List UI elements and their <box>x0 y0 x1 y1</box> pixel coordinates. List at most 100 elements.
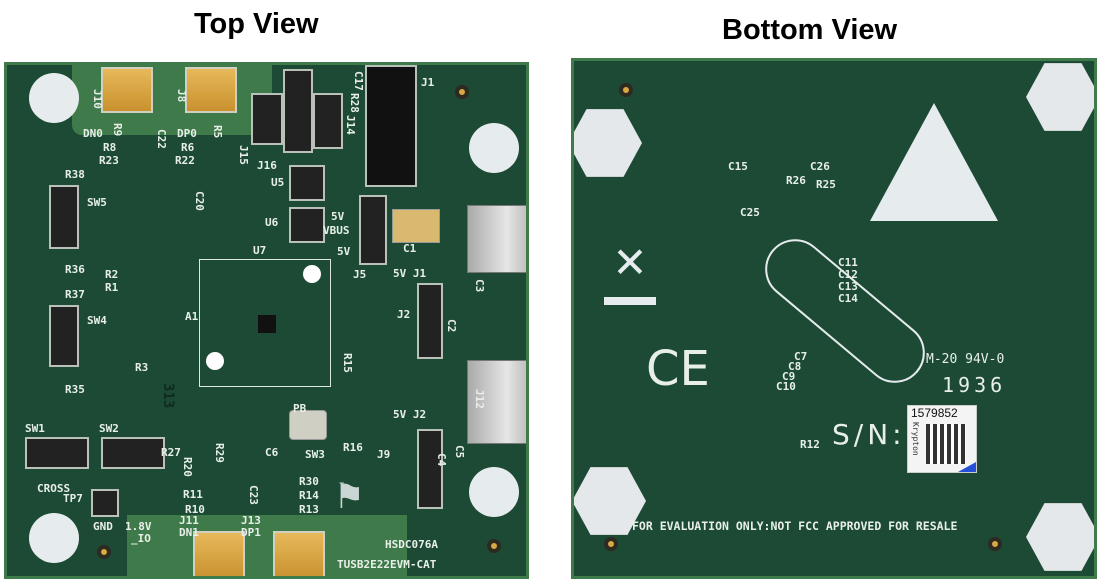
label-5v: 5V <box>337 245 351 258</box>
label-c6: C6 <box>265 446 279 459</box>
label-c3: C3 <box>473 279 486 293</box>
label-io: _IO <box>131 532 151 545</box>
label-r22: R22 <box>175 154 195 167</box>
micro-usb-j12[interactable] <box>467 360 526 444</box>
smp-connector-j13 <box>273 531 325 576</box>
label-r9: R9 <box>111 123 124 137</box>
label-sw4: SW4 <box>87 314 107 327</box>
standoff <box>29 73 79 123</box>
label-r36: R36 <box>65 263 85 276</box>
label-u6: U6 <box>265 216 279 229</box>
serial-sticker-number: 1579852 <box>911 406 958 420</box>
label-c15: C15 <box>728 160 748 173</box>
label-r6: R6 <box>181 141 195 154</box>
label-dn0: DN0 <box>83 127 103 140</box>
label-r8: R8 <box>103 141 117 154</box>
label-5v-j2: 5V J2 <box>393 408 427 421</box>
barrel-jack-j1 <box>365 65 417 187</box>
label-c10: C10 <box>776 380 796 393</box>
label-r10: R10 <box>185 503 205 516</box>
label-c17: C17 <box>352 71 365 91</box>
label-c8: C8 <box>788 360 802 373</box>
test-point-tp7 <box>91 489 119 517</box>
label-c26: C26 <box>810 160 830 173</box>
label-sw1: SW1 <box>25 422 45 435</box>
bottom-view-title: Bottom View <box>722 14 898 46</box>
jumper-j2 <box>417 283 443 359</box>
smp-connector-j8 <box>185 67 237 113</box>
label-r1: R1 <box>105 281 119 294</box>
jumper-j9 <box>417 429 443 509</box>
jumper-j15 <box>251 93 283 145</box>
serial-sticker: 1579852 Krypton <box>907 405 977 473</box>
slide-switch-sw1[interactable] <box>25 437 89 469</box>
label-j16: J16 <box>257 159 277 172</box>
label-dp0: DP0 <box>177 127 197 140</box>
jumper-j5 <box>359 195 387 265</box>
capacitor-c1 <box>392 209 440 243</box>
push-button-sw3[interactable] <box>289 410 327 440</box>
label-c22: C22 <box>155 129 168 149</box>
label-board-id: HSDC076A <box>385 538 438 551</box>
label-j12: J12 <box>473 389 486 409</box>
label-c12: C12 <box>838 268 858 281</box>
label-tp7: TP7 <box>63 492 83 505</box>
label-1-8v: 1.8V <box>125 520 152 533</box>
esd-warning-symbol <box>870 103 998 221</box>
label-r2: R2 <box>105 268 119 281</box>
label-c20: C20 <box>193 191 206 211</box>
label-r26: R26 <box>786 174 806 187</box>
label-j8: J8 <box>175 89 188 103</box>
ic-u6 <box>289 207 325 243</box>
slide-switch-sw5[interactable] <box>49 185 79 249</box>
label-sw3: SW3 <box>305 448 325 461</box>
label-r29: R29 <box>213 443 226 463</box>
label-j14: J14 <box>344 115 357 135</box>
label-cross: CROSS <box>37 482 71 495</box>
label-313: 313 <box>160 383 176 409</box>
label-c13: C13 <box>838 280 858 293</box>
label-5v: 5V <box>331 210 345 223</box>
label-j9: J9 <box>377 448 391 461</box>
ic-u7-outline <box>199 259 331 387</box>
ic-u5 <box>289 165 325 201</box>
mounting-via <box>455 85 469 99</box>
slide-switch-sw2[interactable] <box>101 437 165 469</box>
top-view-title: Top View <box>194 8 319 40</box>
test-pad <box>206 352 224 370</box>
label-r27: R27 <box>161 446 181 459</box>
smp-connector-j10 <box>101 67 153 113</box>
mounting-via <box>619 83 633 97</box>
label-gnd: GND <box>93 520 113 533</box>
ic-u7 <box>258 315 276 333</box>
label-c7: C7 <box>794 350 808 363</box>
test-pad <box>303 265 321 283</box>
label-5v-j1: 5V J1 <box>393 267 427 280</box>
label-r28: R28 <box>348 93 361 113</box>
label-j10: J10 <box>91 89 104 109</box>
label-ul-rating: M-20 94V-0 <box>926 352 1005 367</box>
label-r23: R23 <box>99 154 119 167</box>
label-j1: J1 <box>421 76 435 89</box>
label-j11: J11 <box>179 514 199 527</box>
ti-logo: ⚑ <box>337 472 362 518</box>
standoff <box>469 123 519 173</box>
label-r11: R11 <box>183 488 203 501</box>
smp-connector-j11 <box>193 531 245 576</box>
standoff <box>469 467 519 517</box>
label-serial-number: S/N: <box>832 418 906 451</box>
label-c25: C25 <box>740 206 760 219</box>
jumper-j14 <box>313 93 343 149</box>
mounting-via <box>487 539 501 553</box>
slide-switch-sw4[interactable] <box>49 305 79 367</box>
label-c14: C14 <box>838 292 858 305</box>
label-c23: C23 <box>247 485 260 505</box>
label-c5: C5 <box>453 445 466 459</box>
mounting-via <box>604 537 618 551</box>
micro-usb-j7[interactable] <box>467 205 526 273</box>
label-r25: R25 <box>816 178 836 191</box>
label-r5: R5 <box>211 125 224 139</box>
label-pb: PB <box>293 402 307 415</box>
blue-corner-mark <box>958 462 976 472</box>
slot-outline <box>752 226 938 396</box>
